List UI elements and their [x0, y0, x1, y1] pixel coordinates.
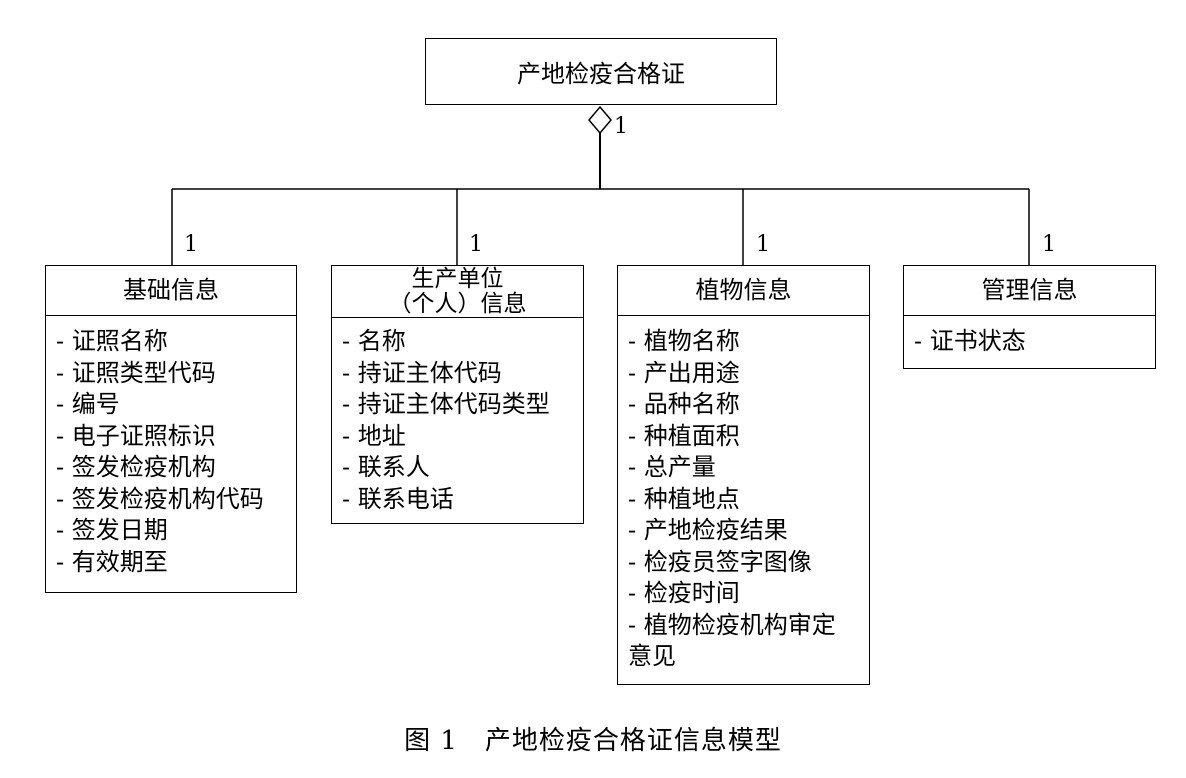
attribute: - 证照名称 — [56, 327, 168, 355]
attribute: - 证书状态 — [914, 327, 1026, 355]
class-title-plant-info: 植物信息 — [618, 266, 869, 316]
attribute: - 签发检疫机构 — [56, 453, 216, 481]
attribute-list-admin-info: - 证书状态 — [914, 326, 1149, 358]
attribute-list-plant-info: - 植物名称 - 产出用途 - 品种名称 - 种植面积 - 总产量 - 种植地点… — [628, 326, 863, 673]
attribute: - 联系电话 — [342, 484, 454, 513]
admin-multiplicity: 1 — [1042, 232, 1056, 257]
class-title-line1: 生产单位 — [411, 266, 504, 293]
figure-caption: 图 1 产地检疫合格证信息模型 — [404, 726, 782, 756]
attribute: - 有效期至 — [56, 547, 168, 576]
attribute: - 名称 — [342, 327, 406, 355]
root-multiplicity: 1 — [614, 114, 628, 139]
class-title-text: 植物信息 — [695, 275, 792, 304]
attribute-list-producer-info: - 名称 - 持证主体代码 - 持证主体代码类型 - 地址 - 联系人 - 联系… — [342, 326, 577, 515]
attribute: - 电子证照标识 — [56, 421, 216, 450]
class-box-plant-info: 植物信息 - 植物名称 - 产出用途 - 品种名称 - 种植面积 - 总产量 -… — [617, 265, 870, 685]
attribute-list-basic-info: - 证照名称 - 证照类型代码 - 编号 - 电子证照标识 - 签发检疫机构 -… — [56, 326, 290, 578]
attribute: - 编号 — [56, 390, 120, 418]
class-title-producer-info: 生产单位 （个人）信息 — [332, 266, 583, 318]
root-class-title: 产地检疫合格证 — [517, 60, 685, 88]
aggregation-diamond — [588, 105, 612, 135]
attribute: - 检疫时间 — [628, 579, 740, 607]
attribute: - 种植面积 — [628, 421, 740, 450]
class-title-text: 基础信息 — [123, 275, 219, 304]
class-title-text: 管理信息 — [981, 275, 1078, 304]
attribute: - 签发检疫机构代码 — [56, 484, 264, 513]
attribute: - 产出用途 — [628, 358, 740, 387]
plant-multiplicity: 1 — [756, 232, 770, 257]
attribute: - 持证主体代码 — [342, 358, 502, 387]
class-title-line2: （个人）信息 — [388, 290, 527, 317]
attribute: - 植物检疫机构审定 — [628, 610, 836, 639]
attribute: - 产地检疫结果 — [628, 516, 788, 544]
attribute: - 地址 — [342, 421, 406, 450]
attribute: - 品种名称 — [628, 390, 740, 418]
producer-multiplicity: 1 — [469, 232, 483, 257]
class-title-basic-info: 基础信息 — [46, 266, 296, 316]
attribute: - 联系人 — [342, 453, 430, 481]
class-box-producer-info: 生产单位 （个人）信息 - 名称 - 持证主体代码 - 持证主体代码类型 - 地… — [331, 265, 584, 524]
attribute: - 种植地点 — [628, 484, 740, 513]
attribute: - 总产量 — [628, 453, 716, 481]
attribute: - 证照类型代码 — [56, 358, 216, 387]
class-box-basic-info: 基础信息 - 证照名称 - 证照类型代码 - 编号 - 电子证照标识 - 签发检… — [45, 265, 297, 593]
attribute: - 签发日期 — [56, 516, 168, 544]
class-box-admin-info: 管理信息 - 证书状态 — [903, 265, 1156, 369]
attribute: 意见 — [628, 642, 676, 670]
attribute: - 检疫员签字图像 — [628, 547, 812, 576]
attribute: - 植物名称 — [628, 327, 740, 355]
attribute: - 持证主体代码类型 — [342, 390, 550, 418]
root-class-box: 产地检疫合格证 — [425, 38, 777, 105]
class-title-admin-info: 管理信息 — [904, 266, 1155, 316]
basic-multiplicity: 1 — [184, 232, 198, 257]
